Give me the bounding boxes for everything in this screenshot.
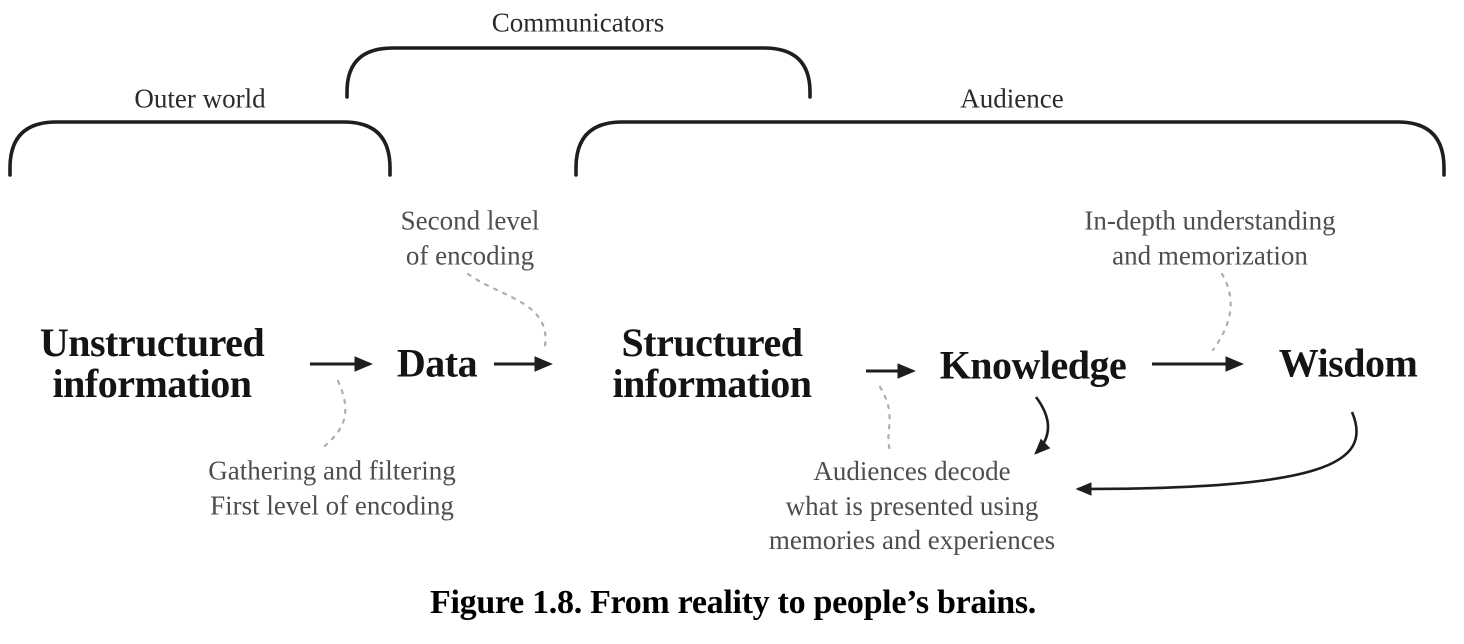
bracket-label-audience: Audience bbox=[960, 83, 1064, 114]
flow-node-unstructured-information: Unstructured information bbox=[39, 320, 265, 406]
arrow-wisdom-to-audiences-note bbox=[1075, 411, 1358, 496]
dashed-link-gathering bbox=[318, 379, 347, 452]
brace-audience bbox=[574, 120, 1446, 177]
figure-caption: Figure 1.8. From reality to people’s bra… bbox=[430, 584, 1036, 621]
arrow-knowledge-to-audiences-note bbox=[1034, 396, 1051, 455]
flow-node-wisdom: Wisdom bbox=[1278, 340, 1418, 386]
brace-communicators bbox=[345, 46, 812, 99]
annotation-gathering-and-filtering: Gathering and filtering First level of e… bbox=[208, 455, 456, 520]
flow-node-data: Data bbox=[396, 340, 478, 386]
flow-node-structured-information: Structured information bbox=[612, 320, 812, 406]
dashed-link-second-level bbox=[466, 272, 547, 348]
bracket-label-communicators: Communicators bbox=[491, 7, 665, 38]
flow-node-knowledge: Knowledge bbox=[939, 342, 1127, 388]
dashed-link-audiences bbox=[878, 385, 892, 452]
brace-outer-world bbox=[8, 120, 392, 177]
annotation-audiences-decode: Audiences decode what is presented using… bbox=[768, 456, 1056, 556]
bracket-label-outer-world: Outer world bbox=[134, 83, 266, 114]
annotation-in-depth-understanding: In-depth understanding and memorization bbox=[1084, 205, 1336, 270]
annotation-second-level-of-encoding: Second level of encoding bbox=[400, 205, 540, 270]
dashed-link-in-depth bbox=[1211, 272, 1232, 352]
